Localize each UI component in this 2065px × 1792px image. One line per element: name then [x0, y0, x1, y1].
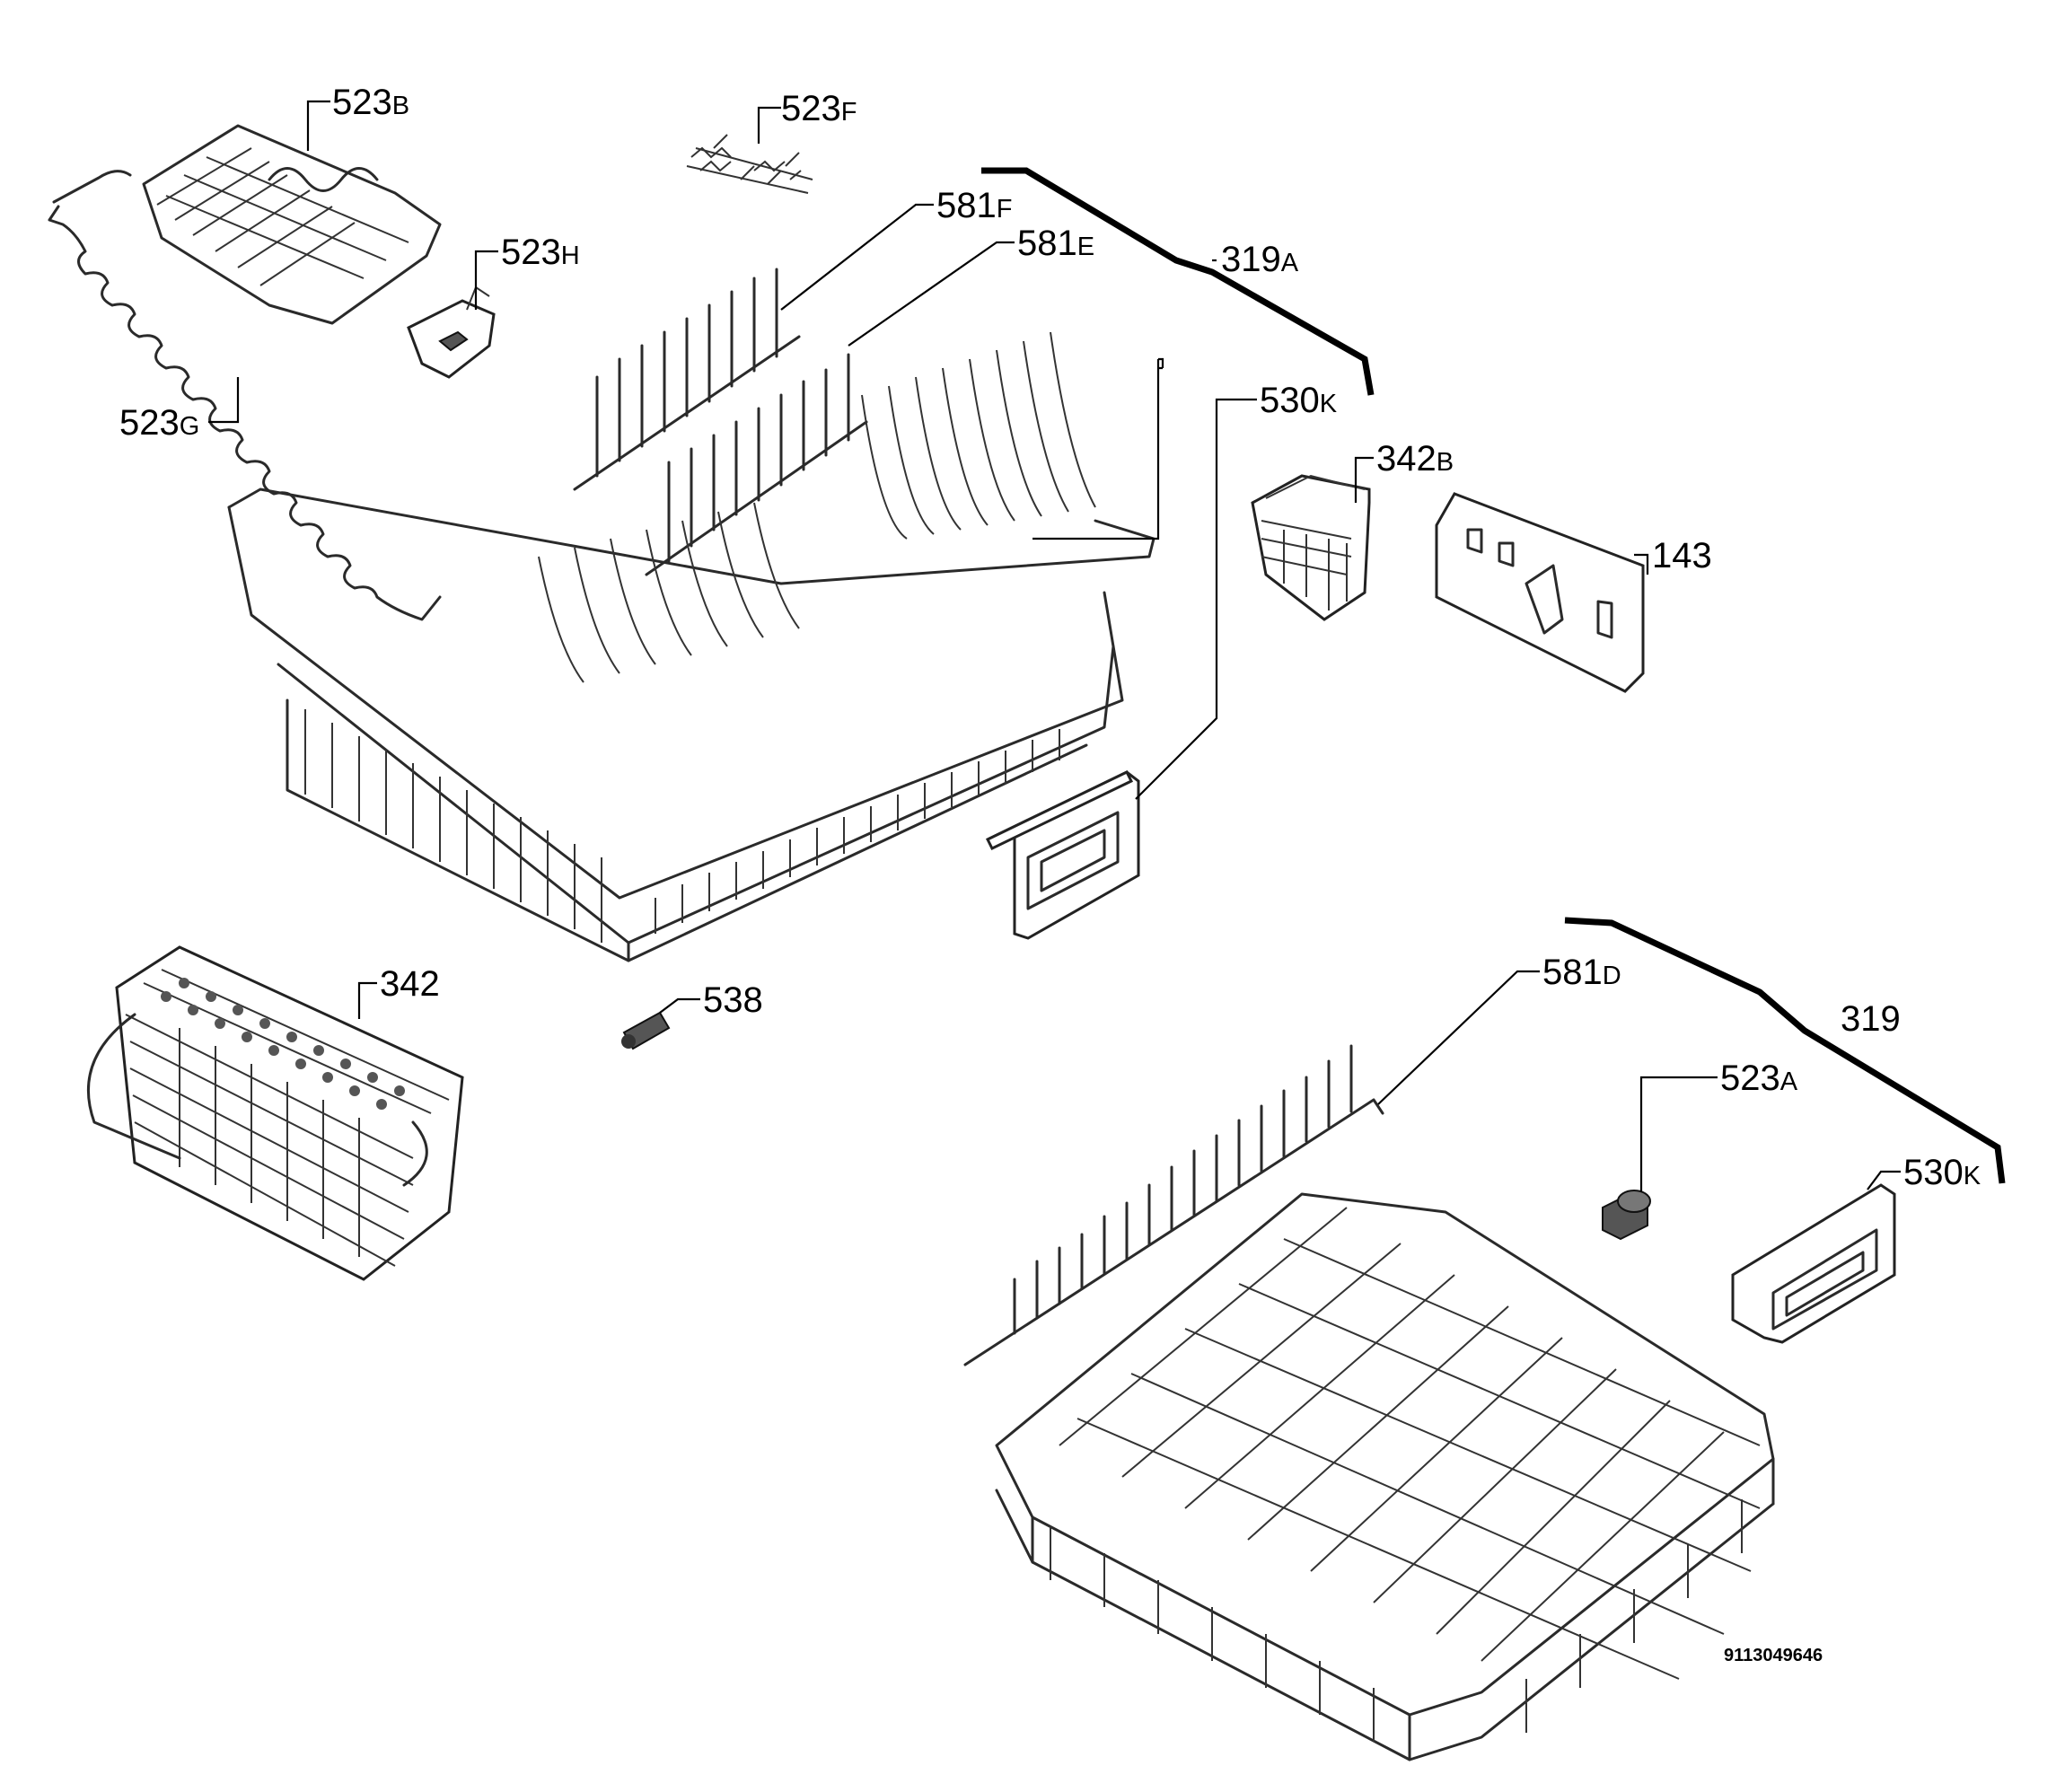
callout-581e: 581E	[1017, 224, 1094, 263]
callout-143: 143	[1652, 536, 1712, 575]
part-523g-zigzag-wire	[48, 170, 442, 621]
leader-581f	[780, 203, 934, 311]
leader-523a	[1639, 1076, 1718, 1192]
callout-523a: 523A	[1720, 1059, 1798, 1098]
part-342-cutlery-basket	[87, 945, 464, 1281]
part-581f-tine-rack	[573, 268, 801, 491]
leader-523g	[208, 377, 240, 424]
callout-523g: 523G	[119, 403, 199, 443]
leader-581d	[1377, 970, 1540, 1105]
leader-581e	[848, 241, 1015, 347]
basket-holes	[161, 978, 405, 1110]
callout-581d: 581D	[1542, 953, 1621, 992]
part-523h-latch	[407, 285, 496, 379]
part-143-panel	[1435, 492, 1645, 693]
callout-581f: 581F	[936, 186, 1012, 225]
part-523f-clips	[686, 134, 813, 194]
part-581e-tine-rack	[645, 353, 868, 576]
leader-530k-lower	[1867, 1170, 1901, 1190]
callout-523b: 523B	[332, 83, 409, 122]
part-lower-basket	[995, 1192, 1775, 1761]
group-bracket-319a	[981, 167, 1375, 396]
part-538-roller	[621, 1011, 671, 1050]
leader-523f	[757, 106, 781, 144]
part-upper-basket	[227, 331, 1156, 962]
callout-530k-lower: 530K	[1903, 1153, 1982, 1192]
callout-342b: 342B	[1376, 439, 1454, 479]
leader-530k-upper-box	[1032, 359, 1160, 540]
leader-lines	[208, 100, 1901, 1192]
callout-530k-upper: 530K	[1260, 381, 1338, 420]
leader-342b	[1354, 456, 1374, 503]
callout-538: 538	[703, 980, 763, 1020]
leader-143	[1634, 553, 1649, 575]
group-bracket-319	[1564, 917, 2006, 1184]
part-581d-tine-rack	[963, 1044, 1384, 1366]
callout-523h: 523H	[501, 233, 580, 272]
part-342b-small-basket	[1251, 474, 1371, 621]
callout-342: 342	[380, 964, 440, 1004]
part-530k-lower-cover	[1731, 1183, 1896, 1344]
leader-523h	[474, 250, 498, 310]
part-523a-wheel	[1602, 1190, 1651, 1241]
leader-538	[659, 997, 700, 1014]
leader-523b	[306, 100, 330, 151]
part-530k-upper-cover	[985, 770, 1140, 940]
callout-319a: 319A	[1221, 240, 1299, 279]
leader-342	[357, 981, 377, 1019]
document-number: 9113049646	[1724, 1646, 1823, 1665]
callout-319: 319	[1841, 999, 1901, 1039]
callout-523f: 523F	[781, 89, 857, 128]
leader-530k-upper	[1135, 357, 1257, 800]
part-523b-cutlery-tray	[142, 124, 442, 325]
